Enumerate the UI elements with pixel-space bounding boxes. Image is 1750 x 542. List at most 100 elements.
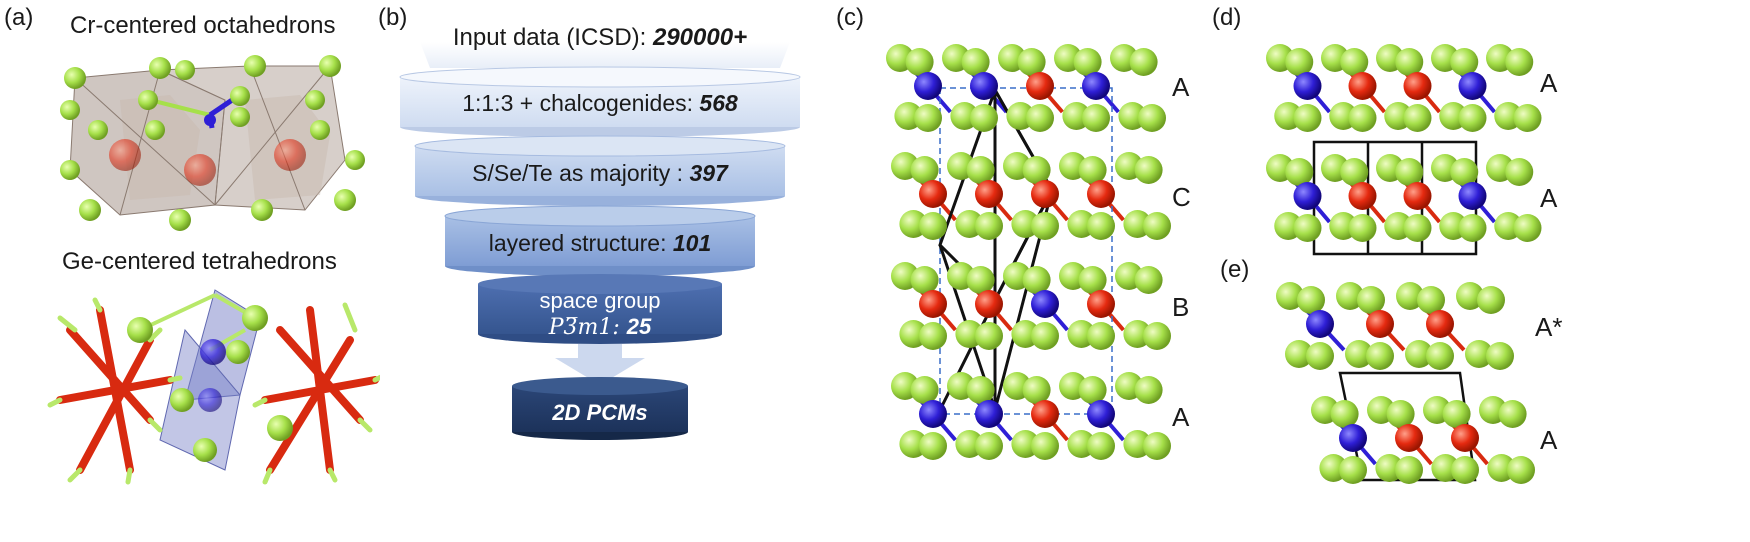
funnel-level-2: S/Se/Te as majority : 397 xyxy=(415,160,785,187)
chalcogen-atom xyxy=(955,320,984,348)
bond xyxy=(1094,84,1120,114)
chalcogen-atom xyxy=(1067,320,1096,348)
stack-label-e-2: A xyxy=(1540,425,1558,455)
bond xyxy=(1463,436,1489,466)
chalcogen-atom xyxy=(1451,456,1479,484)
bond xyxy=(1351,436,1377,466)
chalcogen-atom xyxy=(942,44,970,72)
chalcogen-atom xyxy=(1505,48,1534,76)
chalcogen-atom xyxy=(1426,342,1454,370)
bond xyxy=(909,168,935,196)
chalcogen-atom xyxy=(1022,266,1051,294)
bond xyxy=(1415,84,1442,114)
chalcogen-atom xyxy=(891,372,919,400)
panel-a-bottom-title: Ge-centered tetrahedrons xyxy=(62,248,337,275)
chalcogen-atom xyxy=(1143,212,1171,240)
chalcogen-atom xyxy=(1375,454,1404,482)
chalcogen-atom xyxy=(886,44,914,72)
chalcogen-atom xyxy=(1494,102,1523,130)
chalcogen-atom xyxy=(1340,48,1369,76)
chalcogen-atom xyxy=(891,262,919,290)
chalcogen-atom xyxy=(1123,320,1152,348)
panel-d-cells xyxy=(1312,140,1478,256)
ge-atom xyxy=(1087,180,1115,208)
bond xyxy=(1077,278,1103,306)
chalcogen-atom xyxy=(1285,340,1313,368)
panel-e-label: (e) xyxy=(1220,256,1250,283)
funnel-level-3-text: layered structure: xyxy=(488,230,673,256)
funnel-level-0-value: 290000+ xyxy=(652,24,748,51)
chalcogen-atom xyxy=(1293,104,1322,132)
funnel-level-4-value: 25 xyxy=(626,314,652,339)
chalcogen-atom xyxy=(1417,286,1445,314)
panel-d-label: (d) xyxy=(1212,4,1242,31)
bond xyxy=(1099,412,1125,442)
bond xyxy=(1415,194,1442,224)
chalcogen-atom xyxy=(1498,400,1527,428)
chalcogen-atom xyxy=(1384,212,1413,240)
chalcogen-atom xyxy=(1486,154,1514,182)
bond xyxy=(1385,412,1411,440)
bond xyxy=(1394,60,1419,88)
chalcogen-atom xyxy=(1329,212,1358,240)
bond xyxy=(1449,170,1474,198)
chalcogen-atom xyxy=(1494,212,1523,240)
stack-label-d-2: A xyxy=(1540,183,1558,213)
chalcogen-atom xyxy=(1115,152,1143,180)
bond xyxy=(1077,388,1103,416)
chalcogen-atom xyxy=(1458,214,1487,242)
chalcogen-atom xyxy=(1276,282,1304,310)
bond xyxy=(1099,192,1125,222)
bond xyxy=(1284,60,1309,88)
chalcogen-atom xyxy=(1339,456,1367,484)
chalcogen-atom xyxy=(1143,322,1171,350)
chalcogen-atom xyxy=(950,102,979,130)
bond xyxy=(1038,84,1064,114)
ge-atom xyxy=(1395,424,1423,452)
funnel-level-2-value: 397 xyxy=(689,160,728,186)
chalcogen-atom xyxy=(961,48,990,76)
panel-a-label: (a) xyxy=(4,4,34,31)
bond xyxy=(1284,170,1309,198)
chalcogen-atom xyxy=(1022,156,1051,184)
chalcogen-atom xyxy=(1003,262,1031,290)
bond xyxy=(909,388,935,416)
bond xyxy=(1099,302,1125,332)
chalcogen-atom xyxy=(1345,340,1373,368)
chalcogen-atom xyxy=(1329,102,1358,130)
bond xyxy=(1470,194,1497,224)
chalcogen-atom xyxy=(1011,430,1040,458)
bond xyxy=(926,84,952,114)
chalcogen-atom xyxy=(1439,212,1468,240)
bond xyxy=(931,412,957,442)
bond xyxy=(1077,168,1103,196)
chalcogen-atom xyxy=(1011,320,1040,348)
chalcogen-atom xyxy=(1376,154,1404,182)
ge-atom xyxy=(1451,424,1479,452)
bond xyxy=(1378,322,1406,352)
chalcogen-atom xyxy=(1357,286,1385,314)
chalcogen-atom xyxy=(1054,44,1082,72)
chalcogen-atom xyxy=(1067,210,1096,238)
tetrahedra-group xyxy=(47,289,380,485)
stack-label-c-2: C xyxy=(1172,182,1191,212)
funnel-level-2-text: S/Se/Te as majority : xyxy=(472,160,690,186)
funnel-level-3: layered structure: 101 xyxy=(445,230,755,257)
chalcogen-atom xyxy=(1062,102,1091,130)
chalcogen-atom xyxy=(910,376,939,404)
chalcogen-atom xyxy=(1431,44,1459,72)
cr-atom xyxy=(1339,424,1367,452)
chalcogen-atom xyxy=(1479,396,1507,424)
bond xyxy=(987,192,1013,222)
chalcogen-atom xyxy=(910,266,939,294)
bond xyxy=(931,192,957,222)
ge-atom xyxy=(1403,72,1432,100)
chalcogen-atom xyxy=(1143,432,1171,460)
cr-atom xyxy=(1082,72,1110,100)
bond xyxy=(987,412,1013,442)
stack-label-e-1: A* xyxy=(1535,312,1563,342)
chalcogen-atom xyxy=(1134,266,1163,294)
ge-atom xyxy=(975,180,1003,208)
chalcogen-atom xyxy=(1059,372,1087,400)
funnel-level-4: space group P3̅m1: 25 xyxy=(478,288,722,341)
